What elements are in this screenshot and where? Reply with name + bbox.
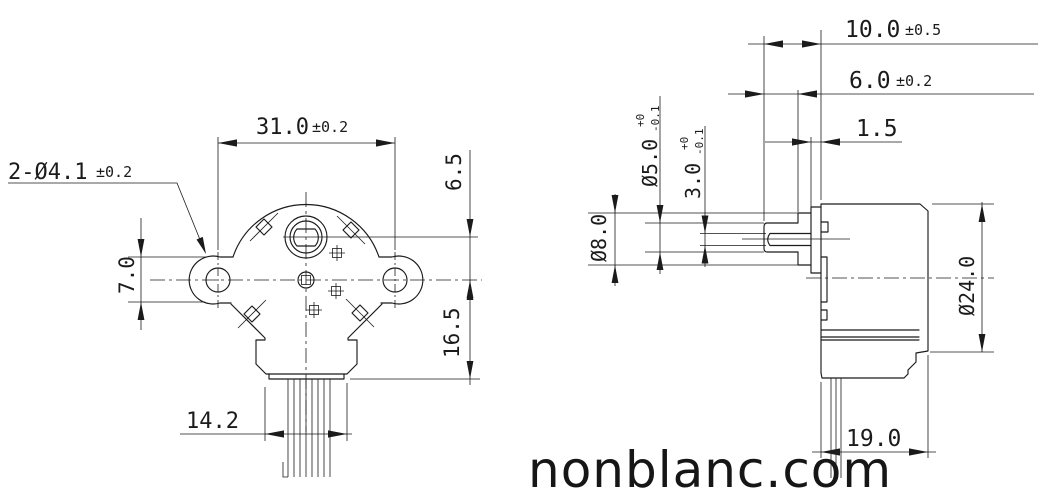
front-body-outline — [188, 204, 424, 380]
dim-shaft-flat-tol-plus: +0 — [678, 137, 691, 150]
front-centerlines — [150, 192, 482, 432]
side-front-plate — [810, 206, 822, 274]
dim-body-diameter-value: Ø24.0 — [955, 256, 979, 316]
dim-shaft-exposed-value: 6.0 — [849, 68, 891, 94]
dim-shaft-length: 10.0 ±0.5 — [748, 17, 1038, 221]
dim-ear-height: 7.0 — [115, 218, 206, 330]
dim-mount-holes-tol: ±0.2 — [96, 163, 132, 181]
dim-connector-width-value: 14.2 — [186, 409, 239, 434]
dim-shaft-diameter: Ø5.0 +0 -0.1 — [634, 96, 764, 274]
front-view: 31.0 ±0.2 2-Ø4.1 ±0.2 6.5 16.5 — [8, 115, 482, 478]
dim-shaft-length-value: 10.0 — [845, 17, 900, 43]
front-center-hole — [297, 271, 315, 289]
dim-bushing-diameter-value: Ø8.0 — [587, 214, 611, 262]
side-view: 10.0 ±0.5 6.0 ±0.2 1.5 Ø8.0 — [587, 17, 1038, 478]
dim-lower-body-height-value: 16.5 — [440, 307, 464, 358]
dim-shaft-length-tol: ±0.5 — [905, 21, 941, 39]
side-lead-wires — [830, 378, 842, 478]
dim-shaft-diameter-value: Ø5.0 — [638, 139, 662, 187]
front-lead-wires — [282, 379, 331, 478]
front-mount-holes — [205, 267, 408, 293]
dim-body-length: 19.0 — [812, 355, 936, 458]
dim-body-diameter: Ø24.0 — [930, 202, 994, 353]
dim-shaft-diameter-tol-plus: +0 — [634, 114, 647, 127]
dim-mount-holes-callout: 2-Ø4.1 ±0.2 — [8, 160, 206, 254]
side-centerlines — [742, 238, 994, 279]
dim-lower-body-height: 16.5 — [350, 280, 480, 385]
side-body-outline — [820, 203, 929, 379]
dim-mount-hole-spacing-value: 31.0 — [256, 115, 309, 140]
dim-bushing-diameter: Ø8.0 — [587, 194, 798, 286]
dim-shaft-exposed: 6.0 ±0.2 — [728, 68, 1034, 212]
dim-body-length-value: 19.0 — [846, 426, 901, 452]
dim-shaft-exposed-tol: ±0.2 — [896, 72, 932, 90]
dim-mount-holes-value: 2-Ø4.1 — [8, 160, 87, 185]
dim-boss-offset-value: 6.5 — [442, 153, 466, 191]
side-shaft — [763, 222, 812, 253]
dim-mount-hole-spacing-tol: ±0.2 — [312, 118, 348, 136]
front-rivet-pads — [306, 245, 345, 318]
dim-shaft-diameter-tol-minus: -0.1 — [649, 106, 662, 133]
dim-shaft-flat-tol-minus: -0.1 — [693, 129, 706, 156]
dim-shaft-flat: 3.0 +0 -0.1 — [678, 126, 766, 267]
dim-connector-width: 14.2 — [180, 383, 352, 441]
dim-plate-thickness: 1.5 — [765, 116, 902, 210]
dim-shaft-flat-value: 3.0 — [681, 163, 705, 199]
dim-ear-height-value: 7.0 — [115, 256, 139, 294]
dim-boss-offset: 6.5 — [442, 150, 474, 298]
front-staking-marks — [237, 212, 375, 329]
dim-mount-hole-spacing: 31.0 ±0.2 — [217, 115, 396, 250]
front-shaft-boss — [284, 215, 328, 259]
watermark-text: nonblanc.com — [528, 441, 892, 499]
dim-plate-thickness-value: 1.5 — [856, 116, 898, 142]
